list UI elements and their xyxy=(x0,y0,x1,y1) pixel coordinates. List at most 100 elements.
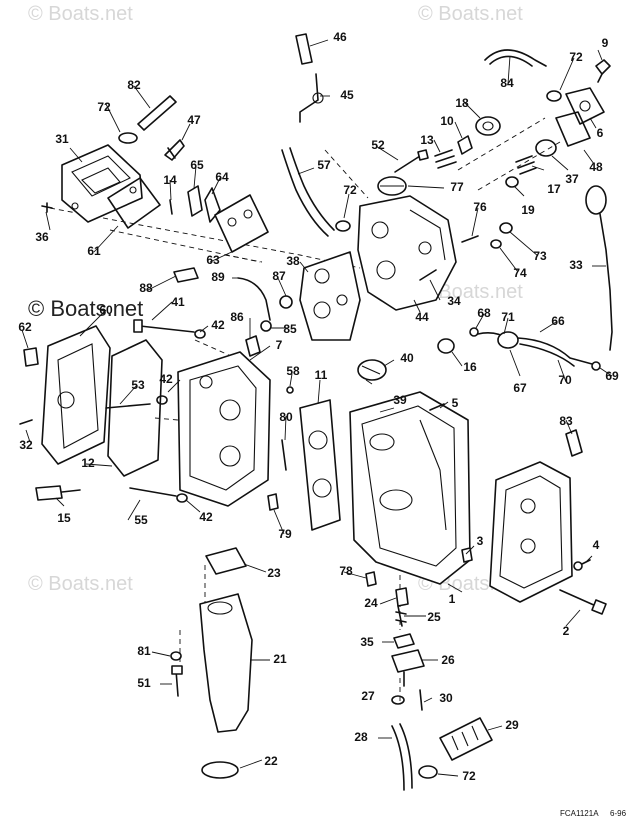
callout-35: 35 xyxy=(360,635,374,649)
part-35-gasket xyxy=(393,633,415,649)
callout-46: 46 xyxy=(333,30,347,44)
callout-2: 2 xyxy=(563,624,570,638)
callout-33: 33 xyxy=(569,258,583,272)
callout-4: 4 xyxy=(593,538,600,552)
watermark-main: © Boats.net xyxy=(28,296,143,321)
callout-71: 71 xyxy=(501,310,515,324)
part-26-valve xyxy=(391,649,425,687)
callout-78: 78 xyxy=(339,564,353,578)
callout-26: 26 xyxy=(441,653,455,667)
figure-code-text: FCA1121A xyxy=(560,809,599,818)
part-45-fitting xyxy=(299,73,324,123)
callout-11: 11 xyxy=(315,368,328,382)
callout-72-cover: 72 xyxy=(97,100,111,114)
part-38-plate xyxy=(299,251,361,341)
part-1-crankcase xyxy=(349,391,471,585)
callout-28: 28 xyxy=(354,730,368,744)
callout-12: 12 xyxy=(81,456,95,470)
part-57-hose xyxy=(281,147,335,237)
callout-77: 77 xyxy=(450,180,464,194)
part-86-sensor xyxy=(245,335,261,357)
callout-24: 24 xyxy=(364,596,378,610)
callout-68: 68 xyxy=(477,306,491,320)
part-3-dowel xyxy=(461,547,473,563)
part-24-bushing xyxy=(395,587,409,607)
part-11-head-gasket xyxy=(299,399,341,531)
callout-19: 19 xyxy=(521,203,535,217)
part-79-pin xyxy=(267,493,279,511)
part-12-gasket xyxy=(107,339,163,477)
callout-16: 16 xyxy=(463,360,477,374)
part-29-filter xyxy=(439,717,493,761)
callout-86: 86 xyxy=(230,310,244,324)
callout-32: 32 xyxy=(19,438,33,452)
callout-13: 13 xyxy=(420,133,434,147)
callout-40: 40 xyxy=(400,351,414,365)
part-19-washer xyxy=(505,176,519,188)
part-25-spring xyxy=(395,605,407,627)
callouts: 1 2 3 4 5 6 7 9 10 11 12 13 14 15 16 17 … xyxy=(18,30,619,783)
part-72-clip-a xyxy=(118,132,138,144)
callout-85: 85 xyxy=(283,322,297,336)
callout-36: 36 xyxy=(35,230,49,244)
callout-18: 18 xyxy=(455,96,469,110)
callout-51: 51 xyxy=(137,676,151,690)
callout-22: 22 xyxy=(264,754,278,768)
callout-67: 67 xyxy=(513,381,527,395)
callout-30: 30 xyxy=(439,691,453,705)
callout-17: 17 xyxy=(547,182,561,196)
callout-55: 55 xyxy=(134,513,148,527)
callout-41: 41 xyxy=(171,295,185,309)
watermark-mid-right: © Boats.net xyxy=(418,281,523,303)
callout-81: 81 xyxy=(137,644,151,658)
callout-53: 53 xyxy=(131,378,145,392)
callout-29: 29 xyxy=(505,718,519,732)
callout-73: 73 xyxy=(533,249,547,263)
callout-7: 7 xyxy=(276,338,283,352)
part-72-clip-b xyxy=(546,90,562,102)
callout-76: 76 xyxy=(473,200,487,214)
part-46-sleeve xyxy=(295,33,313,65)
callout-63: 63 xyxy=(206,253,220,267)
part-41-bolt xyxy=(133,319,195,333)
callout-42-middle: 42 xyxy=(159,372,173,386)
callout-27: 27 xyxy=(361,689,375,703)
part-87-sensor xyxy=(279,295,293,309)
callout-10: 10 xyxy=(440,114,454,128)
part-53-bolt xyxy=(105,403,151,409)
part-9-screw xyxy=(595,59,611,83)
part-82-pin xyxy=(137,95,177,131)
part-55-bolt xyxy=(129,487,177,497)
callout-38: 38 xyxy=(286,254,300,268)
callout-82: 82 xyxy=(127,78,141,92)
part-44-housing xyxy=(357,195,457,311)
callout-48: 48 xyxy=(589,160,603,174)
part-84-hose xyxy=(484,49,547,67)
callout-37: 37 xyxy=(565,172,579,186)
part-48-gasket xyxy=(555,111,591,147)
callout-72-hose: 72 xyxy=(569,50,583,64)
part-crankcase-cover xyxy=(489,461,573,603)
part-81-washer xyxy=(170,651,182,661)
part-58-dowel xyxy=(286,386,294,394)
callout-52: 52 xyxy=(371,138,385,152)
part-14-pin xyxy=(169,199,173,215)
watermark-top-right: © Boats.net xyxy=(418,3,523,25)
part-6-cover xyxy=(565,87,605,125)
part-4-screw xyxy=(573,559,591,571)
part-74-washer xyxy=(490,239,502,249)
callout-21: 21 xyxy=(273,652,287,666)
callout-61: 61 xyxy=(87,244,101,258)
figure-code: FCA1121A 6-96 xyxy=(560,809,627,818)
part-85-connector xyxy=(260,320,272,332)
part-65-gasket xyxy=(187,185,203,217)
callout-15: 15 xyxy=(57,511,71,525)
watermark-low-left: © Boats.net xyxy=(28,573,133,595)
callout-42-lower: 42 xyxy=(199,510,213,524)
part-52-bolt xyxy=(394,149,429,173)
part-15-spark-plug xyxy=(35,485,81,501)
part-31-cover xyxy=(61,144,143,223)
leader-lines xyxy=(21,39,613,777)
part-72-clip-c xyxy=(335,220,351,232)
part-5-pin xyxy=(429,403,445,411)
